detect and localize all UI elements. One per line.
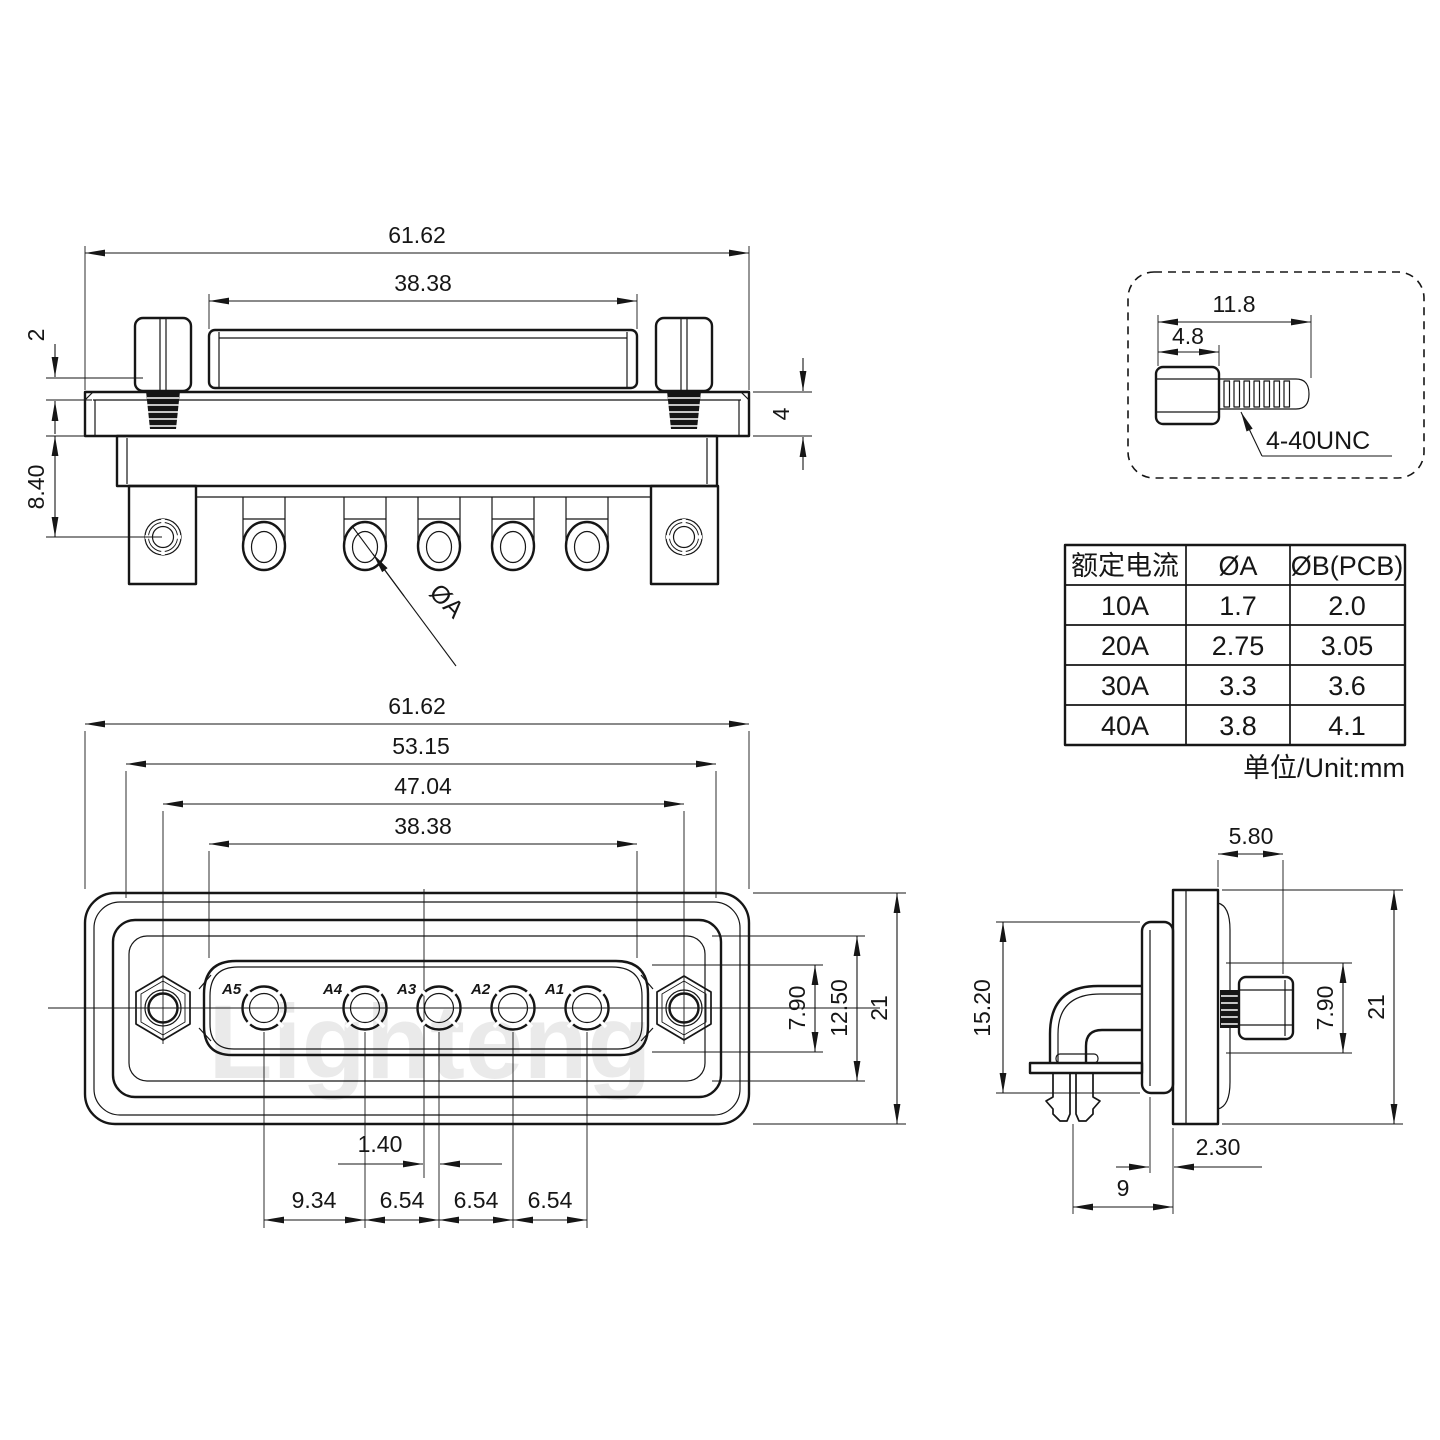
contact-label: A3: [396, 981, 417, 998]
jack-screw-right: [654, 316, 714, 429]
table-unit-note: 单位/Unit:mm: [1243, 753, 1405, 783]
front-dim-pitch: 6.54: [454, 1187, 499, 1213]
contact-a3: A3: [396, 981, 462, 1031]
pin-tabs: [241, 497, 610, 572]
screw-dim-total-length: 11.8: [1212, 291, 1255, 317]
spec-table: 额定电流 ØA ØB(PCB) 10A 1.7 2.0 20A 2.75 3.0…: [1063, 543, 1407, 783]
front-dim-center-offset: 1.40: [358, 1131, 403, 1157]
top-pin-diameter-callout: ØA: [424, 578, 470, 624]
table-cell: 40A: [1101, 711, 1149, 741]
watermark-text: Lighteng: [208, 984, 651, 1101]
pin-tab: [416, 497, 462, 572]
table-cell: 30A: [1101, 671, 1149, 701]
front-view: 61.62 53.15 47.04 38.38 Lighteng: [48, 693, 906, 1228]
table-cell: 3.6: [1328, 671, 1366, 701]
screw-thread-spec: 4-40UNC: [1266, 427, 1370, 455]
side-dim-wall-offset: 2.30: [1196, 1134, 1241, 1160]
connector-cap: [207, 328, 639, 390]
screw-detail-view: 11.8 4.8 4-40UNC: [1127, 271, 1425, 479]
pin-tab: [342, 497, 388, 572]
contact-label: A2: [470, 981, 491, 998]
table-header-current: 额定电流: [1071, 551, 1179, 581]
contact-label: A4: [322, 981, 343, 998]
contact-a4: A4: [322, 981, 388, 1031]
table-row: 40A 3.8 4.1: [1101, 711, 1366, 741]
table-cell: 2.75: [1212, 631, 1265, 661]
screw-thread: [1219, 378, 1310, 410]
right-angle-elbow: [1028, 984, 1144, 1075]
front-shell-inner: [111, 918, 723, 1099]
front-shell-gasket: [93, 901, 741, 1116]
mounting-flange: [83, 390, 751, 438]
front-insert-panel: [128, 935, 706, 1082]
contact-a1: A1: [544, 981, 610, 1031]
table-cell: 3.8: [1219, 711, 1257, 741]
front-dim-pitch: 9.34: [292, 1187, 337, 1213]
front-dim-shell-width: 53.15: [392, 733, 450, 759]
front-dim-total-height: 21: [866, 995, 892, 1021]
table-cell: 4.1: [1328, 711, 1366, 741]
snap-in-legs: [1045, 1073, 1101, 1122]
d-sub-cutout: [198, 959, 654, 1057]
front-dim-pitch: 6.54: [528, 1187, 573, 1213]
table-row: 10A 1.7 2.0: [1101, 591, 1366, 621]
front-dim-insert-width: 38.38: [394, 813, 452, 839]
contact-a5: A5: [221, 981, 287, 1031]
side-shell-ring: [1140, 920, 1175, 1095]
side-dim-total-height: 21: [1363, 994, 1389, 1020]
hex-nut-left: [135, 975, 191, 1041]
side-dim-screw-height: 7.90: [1312, 986, 1338, 1031]
pin-tab: [564, 497, 610, 572]
table-cell: 3.05: [1321, 631, 1374, 661]
table-cell: 20A: [1101, 631, 1149, 661]
table-cell: 3.3: [1219, 671, 1257, 701]
side-jack-screw: [1220, 975, 1295, 1041]
front-dim-screw-span: 47.04: [394, 773, 452, 799]
table-cell: 2.0: [1328, 591, 1366, 621]
hex-nut-right: [656, 975, 712, 1041]
contact-label: A1: [544, 981, 564, 998]
front-shell-outer: [83, 891, 751, 1126]
screw-dim-head-length: 4.8: [1172, 323, 1204, 349]
connector-body: [115, 434, 719, 498]
side-dim-body-height: 15.20: [969, 979, 995, 1037]
top-dim-bracket-depth: 8.40: [23, 465, 49, 510]
side-view: 5.80: [969, 823, 1403, 1214]
board-lock-right: [649, 484, 720, 586]
table-row: 30A 3.3 3.6: [1101, 671, 1366, 701]
table-header-dia-b: ØB(PCB): [1291, 551, 1404, 581]
pin-tab: [241, 497, 287, 572]
front-dim-total-width: 61.62: [388, 693, 446, 719]
screw-head: [1154, 365, 1221, 426]
table-row: 20A 2.75 3.05: [1101, 631, 1373, 661]
contact-a2: A2: [470, 981, 536, 1031]
pin-tab: [490, 497, 536, 572]
side-dim-screw-protrusion: 5.80: [1229, 823, 1274, 849]
jack-screw-left: [133, 316, 193, 429]
table-header-dia-a: ØA: [1218, 551, 1257, 581]
top-view: 61.62 38.38: [23, 222, 812, 667]
table-cell: 10A: [1101, 591, 1149, 621]
contact-label: A5: [221, 981, 242, 998]
detail-border: [1127, 271, 1425, 479]
front-dim-pitch: 6.54: [380, 1187, 425, 1213]
board-lock-left: [127, 484, 198, 586]
top-dim-flange-thickness: 4: [768, 407, 794, 420]
front-dim-cutout-height: 7.90: [784, 986, 810, 1031]
side-dim-leg-to-face: 9: [1117, 1175, 1130, 1201]
front-dim-insert-height: 12.50: [826, 979, 852, 1037]
top-dim-total-width: 61.62: [388, 222, 446, 248]
top-dim-cap-width: 38.38: [394, 270, 452, 296]
top-dim-thread-exposed: 2: [23, 329, 49, 342]
table-cell: 1.7: [1219, 591, 1257, 621]
